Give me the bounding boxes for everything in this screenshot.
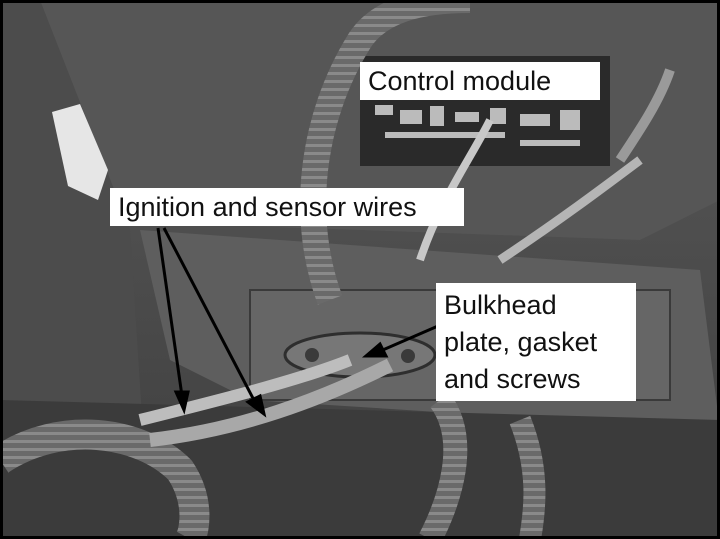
wire — [497, 156, 643, 264]
callout-arrows — [156, 227, 439, 418]
screw — [305, 348, 319, 362]
conduit-top — [300, 0, 471, 305]
circuit-traces — [375, 105, 580, 146]
conduit-left — [0, 419, 210, 539]
screw — [401, 349, 415, 363]
bulkhead-plate-label: Bulkhead plate, gasket and screws — [436, 283, 636, 401]
floor — [0, 400, 720, 539]
wire — [149, 358, 394, 447]
white-patch — [52, 104, 108, 200]
control-module-label: Control module — [360, 62, 600, 100]
conduit-bottom — [419, 392, 468, 539]
ignition-sensor-wires-label: Ignition and sensor wires — [110, 188, 464, 226]
conduit-right — [509, 415, 546, 539]
wire — [615, 68, 675, 163]
wire — [416, 118, 494, 262]
wire — [138, 354, 353, 426]
